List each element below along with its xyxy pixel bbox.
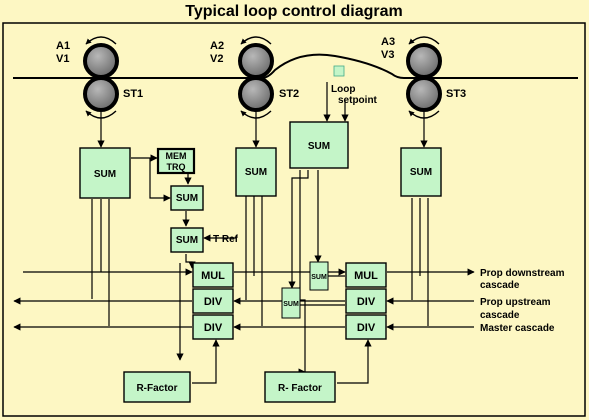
div-block-left-lower-label: DIV xyxy=(204,322,223,334)
mul-block-left-label: MUL xyxy=(201,270,225,282)
mem-trq-label-line2: TRQ xyxy=(167,162,186,172)
div-block-left-upper xyxy=(192,288,234,314)
stand-1: A1 V1 ST1 xyxy=(56,36,143,119)
stand-2-speed-label: V2 xyxy=(210,53,223,65)
prop-downstream-label-line2: cascade xyxy=(480,280,520,291)
sum-block-memory-torque xyxy=(170,185,204,211)
r-factor-block-right xyxy=(264,371,336,403)
sum-block-stand-2 xyxy=(235,147,277,197)
page-title: Typical loop control diagram xyxy=(185,3,403,20)
mem-trq-label-line1: MEM xyxy=(166,151,187,161)
stand-1-upper-roll xyxy=(83,43,119,79)
div-block-left-lower xyxy=(192,314,234,340)
div-block-right-lower xyxy=(345,314,387,340)
loop-setpoint-label-line1: Loop xyxy=(331,84,355,95)
sum-block-small-lower-label: SUM xyxy=(283,301,299,308)
prop-downstream-label-line1: Prop downstream xyxy=(480,268,565,279)
sum-block-memory-torque-label: SUM xyxy=(176,193,198,204)
stand-3-speed-label: V3 xyxy=(381,49,394,61)
div-block-left-upper-label: DIV xyxy=(204,296,223,308)
sum-block-tension-ref-label: SUM xyxy=(176,235,198,246)
sum-block-small-upper-label: SUM xyxy=(311,274,327,281)
stand-2-angle-label: A2 xyxy=(210,40,224,52)
sum-block-small-lower xyxy=(281,287,301,319)
sum-block-tension-ref xyxy=(170,227,204,253)
r-factor-block-right-label: R- Factor xyxy=(278,383,322,394)
stand-2-label: ST2 xyxy=(279,88,299,100)
connector-lines xyxy=(13,82,475,384)
stand-2-upper-roll xyxy=(238,43,274,79)
strip-line xyxy=(13,53,578,79)
sum-block-stand-1 xyxy=(79,147,131,199)
sum-block-stand-2-label: SUM xyxy=(245,167,267,178)
stand-3-lower-roll xyxy=(406,76,442,112)
div-block-right-lower-label: DIV xyxy=(357,322,376,334)
stand-3: A3 V3 ST3 xyxy=(381,36,466,119)
sum-block-stand-1-label: SUM xyxy=(94,169,116,180)
mem-trq-block xyxy=(156,147,196,175)
rotation-arrow-icon xyxy=(85,36,117,45)
div-block-right-upper-label: DIV xyxy=(357,296,376,308)
stand-1-speed-label: V1 xyxy=(56,53,69,65)
stand-2-lower-roll xyxy=(238,76,274,112)
mul-block-right-label: MUL xyxy=(354,270,378,282)
stand-1-angle-label: A1 xyxy=(56,40,70,52)
r-factor-block-left-label: R-Factor xyxy=(136,383,177,394)
rotation-arrow-icon xyxy=(408,36,440,45)
mul-block-right xyxy=(345,262,387,288)
div-block-right-upper xyxy=(345,288,387,314)
sum-block-stand-3 xyxy=(400,147,442,197)
t-ref-label: T Ref xyxy=(213,234,239,245)
r-factor-block-left xyxy=(123,371,191,403)
sum-block-loop-label: SUM xyxy=(308,141,330,152)
mul-block-left xyxy=(192,262,234,288)
stand-3-angle-label: A3 xyxy=(381,36,395,48)
master-cascade-label: Master cascade xyxy=(480,323,555,334)
rotation-arrow-icon xyxy=(240,36,272,45)
sum-block-small-upper xyxy=(309,261,329,291)
prop-upstream-label-line2: cascade xyxy=(480,310,520,321)
stand-1-label: ST1 xyxy=(123,88,143,100)
loop-setpoint-square xyxy=(333,65,345,77)
sum-block-stand-3-label: SUM xyxy=(410,167,432,178)
prop-upstream-label-line1: Prop upstream xyxy=(480,297,551,308)
stand-3-label: ST3 xyxy=(446,88,466,100)
loop-setpoint-label-line2: setpoint xyxy=(338,95,378,106)
stand-1-lower-roll xyxy=(83,76,119,112)
stand-3-upper-roll xyxy=(406,43,442,79)
diagram-frame xyxy=(2,22,586,417)
sum-block-loop xyxy=(289,121,349,169)
